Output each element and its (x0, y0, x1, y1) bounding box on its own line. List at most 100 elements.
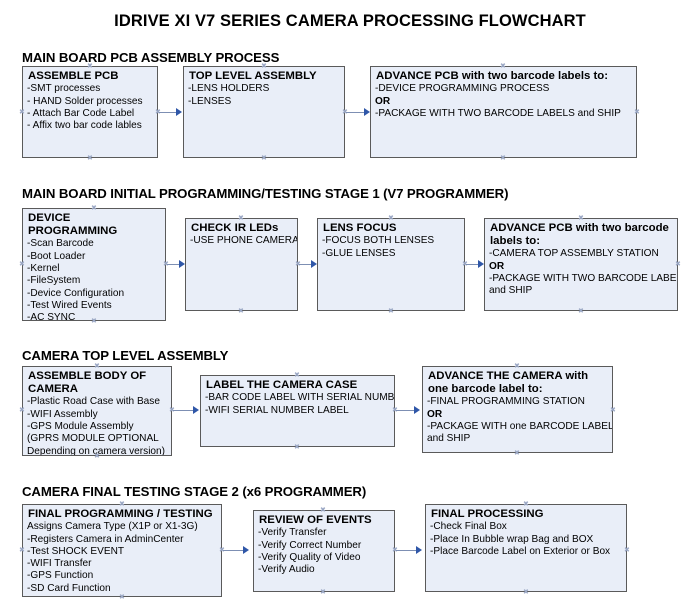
node-title: ADVANCE PCB with two barcode labels to: (490, 222, 669, 248)
node-title: LENS FOCUS (323, 222, 397, 234)
node-label-the-camera-case[interactable]: LABEL THE CAMERA CASE -BAR CODE LABEL WI… (200, 375, 395, 447)
connector-line (346, 112, 366, 114)
node-assemble-pcb[interactable]: ASSEMBLE PCB -SMT processes - HAND Solde… (22, 66, 158, 158)
node-line: -CAMERA TOP ASSEMBLY STATION (489, 248, 659, 260)
node-title: ASSEMBLE PCB (28, 70, 119, 82)
node-final-programming-testing[interactable]: FINAL PROGRAMMING / TESTING Assigns Came… (22, 504, 222, 597)
node-line: -Test SHOCK EVENT (27, 545, 125, 557)
node-title: CHECK IR LEDs (191, 222, 279, 234)
node-line: -LENSES (188, 95, 232, 107)
connector-line (167, 264, 181, 266)
node-line: -SMT processes (27, 83, 101, 95)
node-line: Depending on camera version) (27, 445, 166, 456)
node-line: (GPRS MODULE OPTIONAL (27, 433, 159, 445)
node-line: - Affix two bar code lables (27, 120, 142, 132)
page-title: IDRIVE XI V7 SERIES CAMERA PROCESSING FL… (114, 12, 586, 30)
connector-arrowhead-icon (193, 406, 199, 414)
node-device-programming[interactable]: DEVICE PROGRAMMING -Scan Barcode -Boot L… (22, 208, 166, 321)
node-line: -Verify Transfer (258, 527, 327, 539)
node-line: OR (375, 95, 391, 107)
node-line: -LENS HOLDERS (188, 83, 270, 95)
node-line: - HAND Solder processes (27, 95, 143, 107)
node-line-list: -FOCUS BOTH LENSES -GLUE LENSES (322, 235, 460, 260)
node-line: -BAR CODE LABEL WITH SERIAL NUMBER (205, 392, 395, 404)
node-title: DEVICE PROGRAMMING (28, 212, 118, 238)
node-review-of-events[interactable]: REVIEW OF EVENTS -Verify Transfer -Verif… (253, 510, 395, 592)
node-line: -Device Configuration (27, 287, 125, 299)
node-line-list: -Verify Transfer -Verify Correct Number … (258, 527, 390, 576)
node-title: ASSEMBLE BODY OF CAMERA (28, 370, 147, 396)
node-line: - Attach Bar Code Label (27, 107, 135, 119)
node-line-list: -USE PHONE CAMERA (190, 235, 298, 247)
node-title: REVIEW OF EVENTS (259, 514, 372, 526)
node-line: -Scan Barcode (27, 238, 94, 250)
node-advance-the-camera-one-barcode[interactable]: ADVANCE THE CAMERA with one barcode labe… (422, 366, 613, 453)
node-line: -FINAL PROGRAMMING STATION (427, 396, 585, 408)
node-line: -Boot Loader (27, 250, 86, 262)
connector-line (299, 264, 313, 266)
node-line: -Place In Bubble wrap Bag and BOX (430, 533, 594, 545)
node-line: -Plastic Road Case with Base (27, 396, 160, 408)
node-line: -Kernel (27, 263, 60, 274)
connector-line (223, 550, 245, 552)
node-line: -PACKAGE WITH TWO BARCODE LABELS and SHI… (375, 107, 621, 119)
node-line-list: -DEVICE PROGRAMMING PROCESS OR -PACKAGE … (375, 83, 632, 120)
node-title: FINAL PROGRAMMING / TESTING (28, 508, 213, 520)
node-line: Assigns Camera Type (X1P or X1-3G) (27, 521, 198, 533)
node-line: -Verify Correct Number (258, 539, 362, 551)
node-line: -PACKAGE WITH one BARCODE LABEL (427, 421, 613, 432)
connector-arrowhead-icon (311, 260, 317, 268)
connector-line (466, 264, 480, 266)
node-line: OR (427, 408, 443, 420)
node-line: -PACKAGE WITH TWO BARCODE LABELS (489, 273, 678, 284)
connector-line (173, 410, 195, 412)
node-line: and SHIP (489, 285, 533, 297)
node-title: FINAL PROCESSING (431, 508, 544, 520)
connector-arrowhead-icon (478, 260, 484, 268)
section-heading-camera-final-testing: CAMERA FINAL TESTING STAGE 2 (x6 PROGRAM… (22, 484, 367, 499)
node-line: -Place Barcode Label on Exterior or Box (430, 545, 611, 557)
node-check-ir-leds[interactable]: CHECK IR LEDs -USE PHONE CAMERA (185, 218, 298, 311)
node-line: -USE PHONE CAMERA (190, 235, 298, 247)
node-line: -GPS Function (27, 570, 94, 582)
node-line: -WIFI Assembly (27, 408, 98, 420)
node-lens-focus[interactable]: LENS FOCUS -FOCUS BOTH LENSES -GLUE LENS… (317, 218, 465, 311)
node-top-level-assembly[interactable]: TOP LEVEL ASSEMBLY -LENS HOLDERS -LENSES (183, 66, 345, 158)
node-line-list: -SMT processes - HAND Solder processes -… (27, 83, 153, 132)
section-heading-camera-top-level-assembly: CAMERA TOP LEVEL ASSEMBLY (22, 348, 229, 363)
node-title: LABEL THE CAMERA CASE (206, 379, 358, 391)
node-advance-pcb-two-barcode-1[interactable]: ADVANCE PCB with two barcode labels to: … (370, 66, 637, 158)
node-line: -Check Final Box (430, 521, 507, 533)
node-line: -Verify Quality of Video (258, 551, 361, 563)
connector-line (159, 112, 178, 114)
node-advance-pcb-two-barcode-2[interactable]: ADVANCE PCB with two barcode labels to: … (484, 218, 678, 311)
node-line: -WIFI Transfer (27, 558, 92, 570)
node-line: -WIFI SERIAL NUMBER LABEL (205, 404, 349, 416)
node-title: ADVANCE THE CAMERA with one barcode labe… (428, 370, 589, 396)
node-assemble-body-of-camera[interactable]: ASSEMBLE BODY OF CAMERA -Plastic Road Ca… (22, 366, 172, 456)
node-line: -FileSystem (27, 275, 81, 287)
node-line: -GPS Module Assembly (27, 421, 134, 432)
connector-arrowhead-icon (364, 108, 370, 116)
connector-line (396, 410, 416, 412)
node-title: TOP LEVEL ASSEMBLY (189, 70, 317, 82)
connector-arrowhead-icon (179, 260, 185, 268)
node-line: -GLUE LENSES (322, 247, 396, 259)
node-line-list: Assigns Camera Type (X1P or X1-3G) -Regi… (27, 521, 217, 595)
node-line: -DEVICE PROGRAMMING PROCESS (375, 83, 550, 95)
node-line: -Verify Audio (258, 564, 315, 576)
connector-line (396, 550, 418, 552)
node-line-list: -FINAL PROGRAMMING STATION OR -PACKAGE W… (427, 396, 613, 445)
node-line-list: -LENS HOLDERS -LENSES (188, 83, 340, 108)
node-line-list: -BAR CODE LABEL WITH SERIAL NUMBER -WIFI… (205, 392, 395, 417)
node-line: OR (489, 260, 505, 272)
node-final-processing[interactable]: FINAL PROCESSING -Check Final Box -Place… (425, 504, 627, 592)
node-line-list: -Check Final Box -Place In Bubble wrap B… (430, 521, 622, 558)
node-line: -Test Wired Events (27, 299, 112, 311)
section-heading-main-board-pcb-assembly: MAIN BOARD PCB ASSEMBLY PROCESS (22, 50, 280, 65)
connector-arrowhead-icon (416, 546, 422, 554)
connector-arrowhead-icon (414, 406, 420, 414)
node-line-list: -Scan Barcode -Boot Loader -Kernel -File… (27, 238, 161, 320)
node-line-list: -Plastic Road Case with Base -WIFI Assem… (27, 396, 167, 456)
